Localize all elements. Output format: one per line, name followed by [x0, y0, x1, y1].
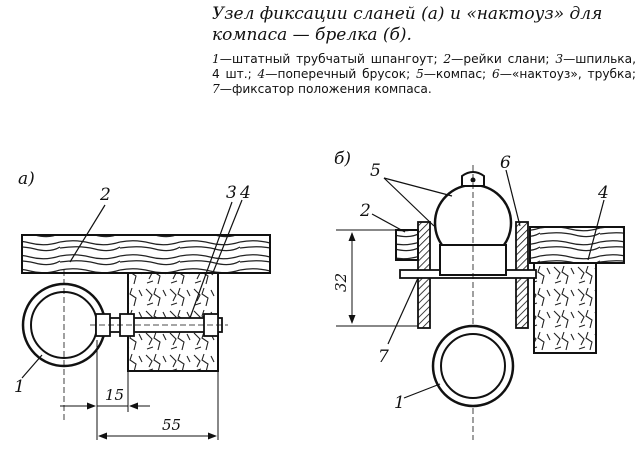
caption-item-2: 2—рейки слани; — [443, 52, 556, 66]
caption-item-7: 7—фиксатор положения компаса. — [212, 82, 432, 96]
callout-2-b: 2 — [359, 201, 371, 221]
figure-b: б) 5 6 2 4 7 1 — [332, 149, 625, 440]
figure-title: Узел фиксации сланей (а) и «нактоуз» для… — [212, 4, 603, 45]
dimension-32: 32 — [332, 273, 350, 292]
callout-7-b: 7 — [378, 347, 389, 367]
dimension-55: 55 — [162, 416, 181, 434]
cross-bar-b — [533, 262, 597, 354]
figure-a: а) 2 3 4 1 15 55 — [14, 169, 271, 440]
caption-item-6: 6—«нактоуз», трубка; — [491, 67, 636, 81]
dimension-15: 15 — [105, 386, 124, 404]
callout-5-b: 5 — [370, 161, 381, 181]
slat-left — [395, 229, 419, 261]
callout-3-a: 3 — [226, 183, 237, 203]
callout-4-b: 4 — [597, 183, 609, 203]
caption-item-4: 4—поперечный брусок; — [257, 67, 416, 81]
figure-b-label: б) — [334, 149, 351, 169]
caption-item-1: 1—штатный трубчатый шпангоут; — [212, 52, 444, 66]
tube-frame-inner-b — [440, 333, 506, 399]
callout-2-a: 2 — [99, 185, 111, 205]
slat-right — [529, 226, 625, 264]
figure-caption: 1—штатный трубчатый шпангоут; 2—рейки сл… — [212, 52, 636, 97]
callout-6-b: 6 — [500, 153, 511, 173]
callout-1-a: 1 — [14, 377, 25, 397]
callout-1-b: 1 — [394, 393, 405, 413]
callout-4-a: 4 — [239, 183, 251, 203]
caption-item-5: 5—компас; — [415, 67, 492, 81]
figure-a-label: а) — [18, 169, 35, 189]
slat-board — [21, 234, 271, 274]
caption-item-3: 3—шпилька, 4 шт.; — [212, 52, 636, 81]
